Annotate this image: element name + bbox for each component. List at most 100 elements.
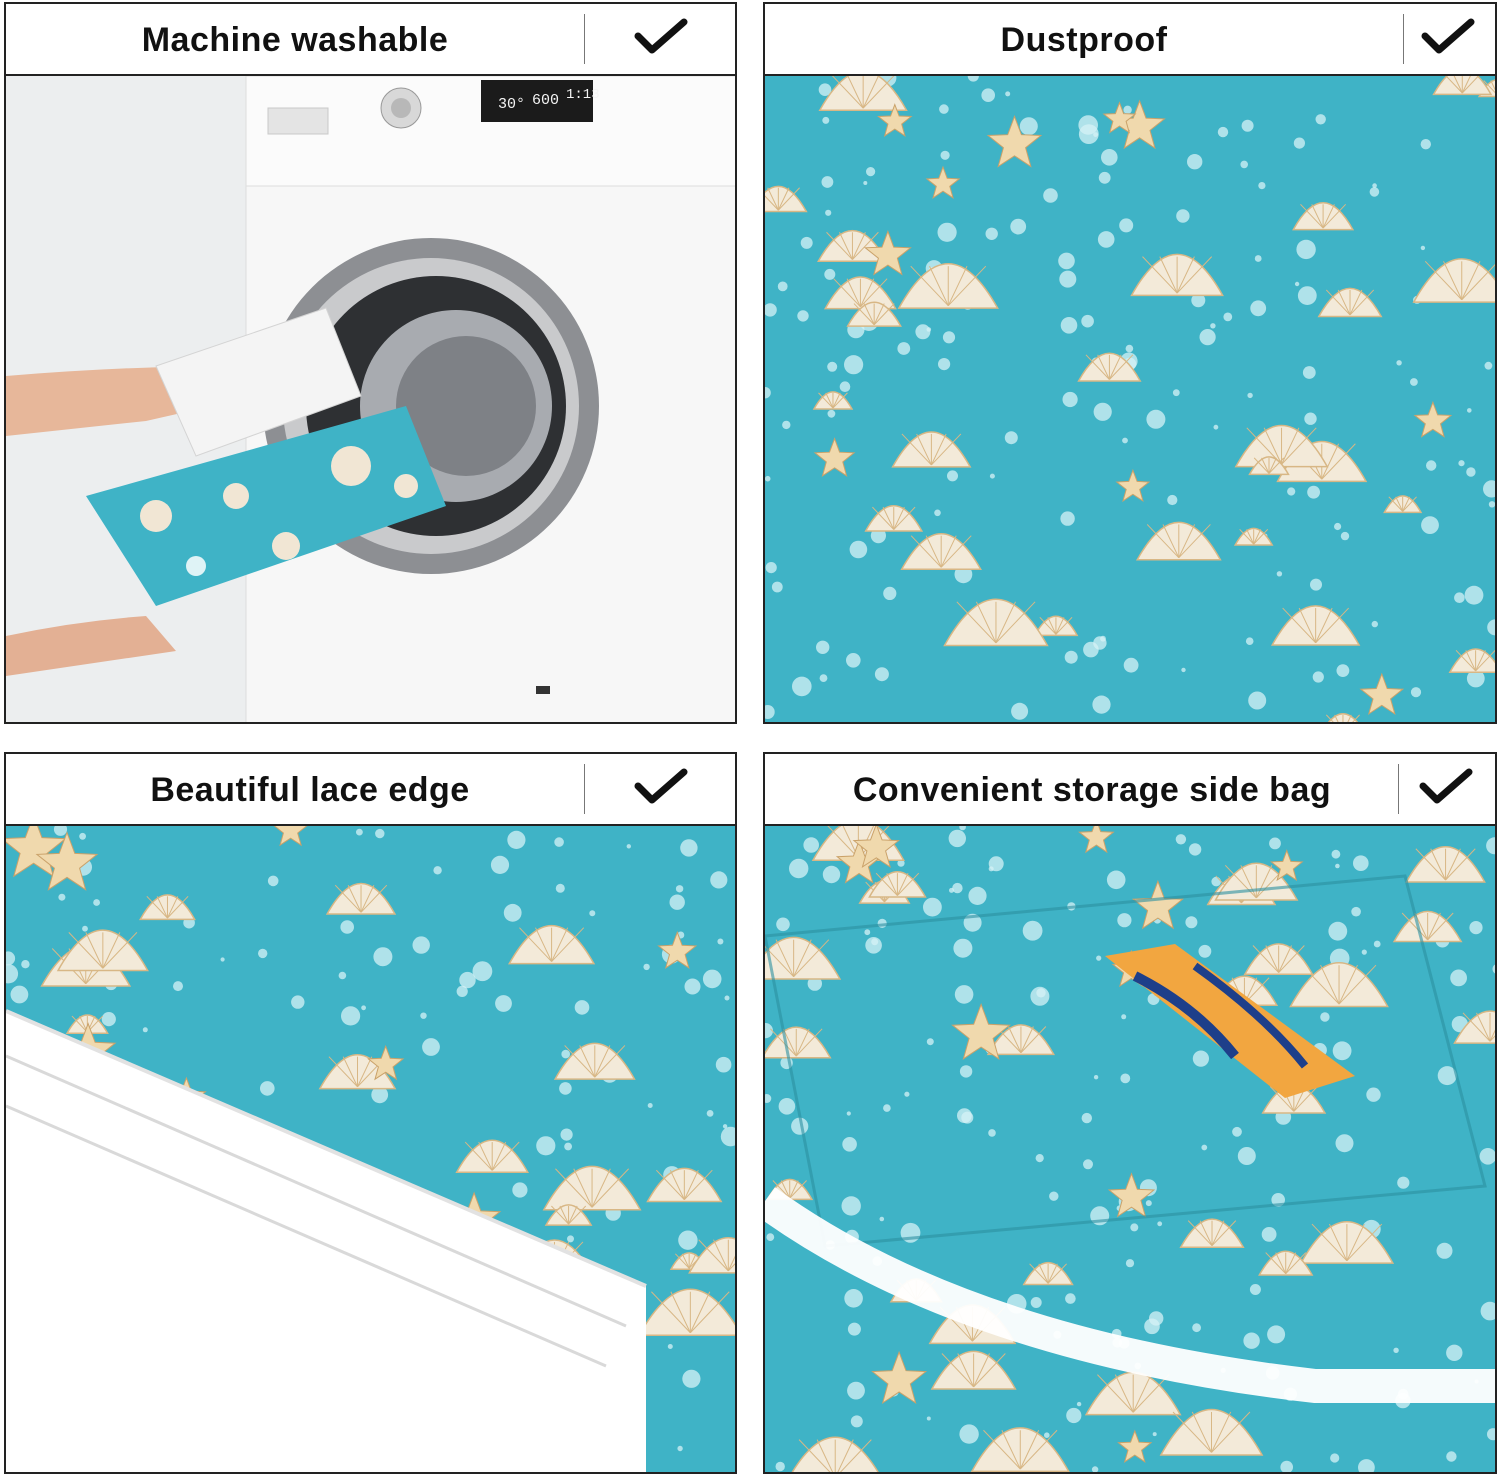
- bubble: [1335, 1134, 1354, 1153]
- bubble: [1310, 578, 1322, 591]
- bubble: [866, 167, 876, 177]
- panel-machine-washable: Machine washable 30° 600 1:13: [4, 2, 737, 724]
- bubble: [1393, 1347, 1399, 1353]
- bubble: [959, 1424, 979, 1444]
- bubble: [375, 828, 385, 839]
- bubble: [1466, 669, 1485, 688]
- seashell: [1130, 253, 1224, 297]
- bubble: [507, 830, 526, 849]
- bubble: [1058, 252, 1075, 270]
- bubble: [1373, 940, 1381, 948]
- bubble: [1146, 409, 1166, 429]
- bubble: [1157, 1221, 1163, 1227]
- bubble: [1312, 671, 1324, 683]
- bubble: [1241, 119, 1254, 132]
- bubble: [1192, 1323, 1201, 1333]
- bubble: [1248, 691, 1267, 710]
- bubble: [589, 910, 596, 917]
- bubble: [456, 985, 468, 997]
- bubble: [1307, 485, 1320, 499]
- bubble: [1446, 1451, 1457, 1462]
- panel-header: Machine washable: [6, 4, 735, 76]
- seashell: [791, 1436, 879, 1472]
- bubble: [1492, 964, 1495, 974]
- bubble: [844, 355, 864, 375]
- seashell: [553, 1042, 636, 1080]
- bubble: [1358, 1459, 1375, 1472]
- seashell: [139, 894, 196, 921]
- bubble: [1083, 1159, 1093, 1170]
- bubble: [1049, 1191, 1059, 1201]
- bubble: [1121, 1014, 1127, 1020]
- bubble: [710, 871, 728, 889]
- seashell: [891, 431, 972, 468]
- bubble: [420, 1012, 427, 1019]
- bubble: [765, 387, 771, 399]
- bubble: [1454, 592, 1465, 603]
- bubble: [79, 832, 86, 840]
- bubble: [957, 1108, 972, 1123]
- bubble: [822, 865, 841, 884]
- bubble: [864, 929, 871, 936]
- bubble: [777, 281, 788, 292]
- bubble: [765, 562, 777, 574]
- bubble: [865, 937, 882, 954]
- starfish: [877, 103, 913, 137]
- bubble: [682, 1369, 701, 1388]
- bubble: [702, 969, 722, 989]
- seashell: [818, 76, 908, 112]
- bubble: [1336, 664, 1350, 677]
- bubble: [1361, 949, 1367, 955]
- bubble: [1420, 139, 1431, 150]
- bubble: [1330, 1453, 1340, 1463]
- bubble: [340, 920, 355, 934]
- bubble: [512, 1182, 528, 1198]
- bubble: [789, 858, 809, 879]
- panel-header: Beautiful lace edge: [6, 754, 735, 826]
- seashell: [1270, 605, 1361, 646]
- bubble: [1249, 1284, 1261, 1295]
- bubble: [1199, 329, 1216, 346]
- bubble: [677, 1445, 683, 1452]
- seashell: [765, 936, 842, 980]
- bubble: [1458, 460, 1465, 467]
- bubble: [1269, 837, 1281, 850]
- seashell: [846, 301, 902, 327]
- panel-lace-edge: Beautiful lace edge: [4, 752, 737, 1474]
- panel-dustproof: Dustproof: [763, 2, 1497, 724]
- bubble: [926, 327, 932, 332]
- bubble: [1175, 834, 1187, 845]
- bubble: [1397, 1176, 1410, 1189]
- bubble: [926, 1038, 934, 1046]
- bubble: [503, 903, 522, 922]
- bubble: [803, 837, 819, 853]
- bubble: [1192, 1050, 1209, 1067]
- bubble: [842, 1137, 857, 1152]
- bubble: [1213, 424, 1219, 430]
- seashell: [1453, 1010, 1495, 1044]
- bubble: [1092, 695, 1111, 714]
- seashell: [1448, 648, 1495, 673]
- bubble: [341, 1006, 361, 1026]
- seashell: [508, 925, 596, 965]
- bubble: [1076, 1401, 1082, 1407]
- bubble: [1167, 494, 1178, 506]
- bubble: [142, 1027, 148, 1033]
- bubble: [765, 475, 771, 482]
- bubble: [1304, 412, 1317, 425]
- pocket-overlay: [765, 874, 1495, 1403]
- bubble: [1101, 149, 1118, 166]
- seashell: [868, 871, 927, 898]
- header-divider: [1403, 14, 1404, 64]
- bubble: [897, 342, 911, 355]
- bubble: [765, 1023, 773, 1039]
- bubble: [1004, 431, 1018, 445]
- starfish: [1078, 826, 1115, 854]
- seashell: [1432, 76, 1493, 96]
- bubble: [765, 303, 777, 317]
- bubble: [954, 985, 974, 1004]
- checkmark-icon: [634, 4, 694, 74]
- starfish: [871, 1350, 928, 1405]
- bubble: [839, 381, 851, 393]
- bubble: [1487, 1428, 1495, 1441]
